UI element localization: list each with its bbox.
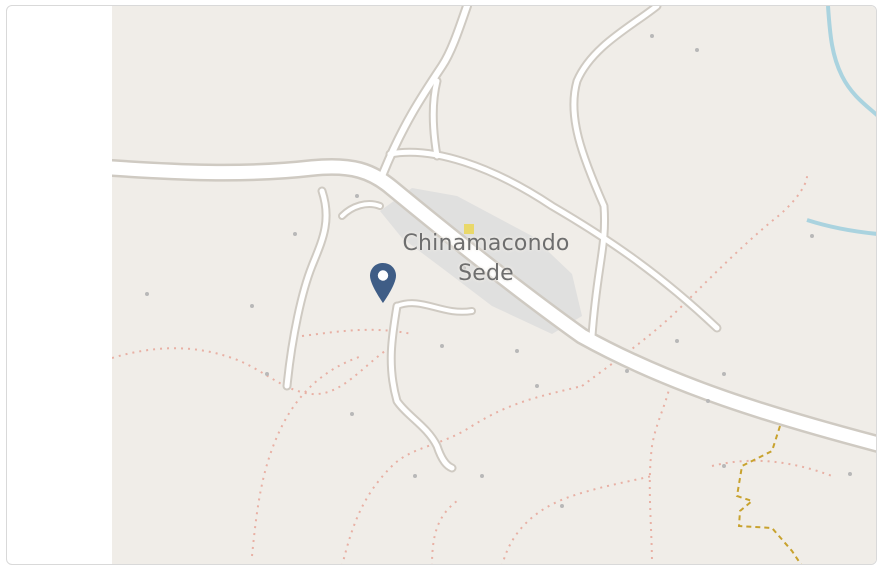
path-4 [341, 385, 583, 564]
path-3 [251, 355, 363, 557]
main-road [112, 160, 876, 451]
road-ne [387, 149, 720, 331]
road-curve [571, 6, 660, 339]
map-canvas[interactable]: Chinamacondo Sede [112, 6, 876, 564]
path-6 [648, 365, 673, 564]
path-1 [112, 345, 393, 396]
road-south-casing [386, 301, 457, 473]
road-curve-casing [569, 6, 662, 341]
map-tiles [112, 6, 876, 564]
stream [806, 218, 876, 236]
road-north [379, 6, 470, 179]
road-north2 [430, 78, 440, 159]
poi-dots [145, 34, 852, 508]
path-9 [431, 500, 458, 564]
path-2 [301, 328, 413, 337]
path-8 [711, 459, 833, 477]
map-pin-icon[interactable] [367, 261, 399, 305]
road-spur [340, 202, 382, 218]
building [464, 224, 474, 234]
map-frame: Chinamacondo Sede [6, 5, 877, 565]
road-south [388, 303, 455, 471]
track-yellow [735, 425, 802, 564]
road-west [284, 188, 329, 389]
road-link [395, 301, 474, 314]
river [826, 6, 876, 117]
